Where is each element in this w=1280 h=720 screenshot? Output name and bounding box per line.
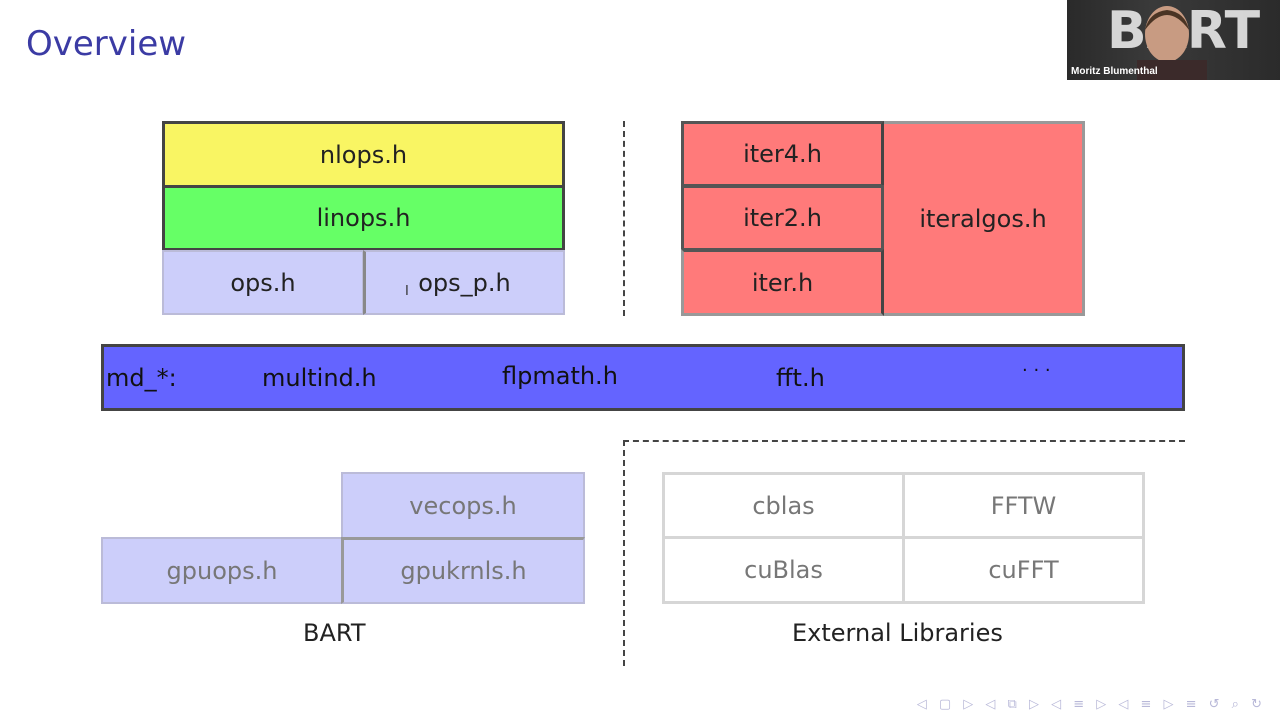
fft-label: fft.h: [776, 364, 825, 392]
fftw-label: FFTW: [990, 491, 1057, 520]
ops-p-box: ops_p.h: [363, 250, 565, 315]
cublas-label: cuBlas: [744, 556, 823, 584]
cufft-label: cuFFT: [988, 556, 1059, 584]
ops-box: ops.h: [162, 250, 364, 315]
cublas-box: cuBlas: [662, 536, 905, 604]
nlops-box: nlops.h: [162, 121, 565, 188]
divider-top: [623, 121, 625, 316]
fftw-box: FFTW: [902, 472, 1145, 539]
gpukrnls-box: gpukrnls.h: [341, 537, 585, 604]
gpuops-label: gpuops.h: [166, 556, 278, 585]
iteralgos-label: iteralgos.h: [919, 204, 1047, 233]
ops-p-label: ops_p.h: [418, 268, 511, 297]
iter2-label: iter2.h: [743, 204, 822, 232]
iter2-box: iter2.h: [681, 185, 884, 251]
iter4-label: iter4.h: [743, 140, 822, 168]
ops-label: ops.h: [230, 268, 296, 297]
slide-title: Overview: [26, 24, 187, 64]
gpuops-box: gpuops.h: [101, 537, 343, 604]
bart-group-label: BART: [303, 619, 366, 647]
external-libraries-label: External Libraries: [792, 619, 1003, 647]
nlops-label: nlops.h: [319, 140, 408, 169]
linops-box: linops.h: [162, 185, 565, 251]
divider-bottom-horizontal: [623, 440, 1185, 442]
text-cursor-icon: I: [405, 284, 409, 299]
webcam-participant-name: Moritz Blumenthal: [1071, 66, 1158, 77]
flpmath-label: flpmath.h: [502, 362, 618, 390]
cblas-label: cblas: [752, 491, 815, 520]
iteralgos-box: iteralgos.h: [884, 124, 1082, 313]
vecops-box: vecops.h: [341, 472, 585, 539]
divider-bottom-vertical: [623, 440, 625, 666]
webcam-overlay: BART Moritz Blumenthal: [1067, 0, 1280, 80]
linops-label: linops.h: [316, 204, 411, 232]
md-prefix-label: md_*:: [106, 364, 177, 392]
md-ellipsis: · · ·: [1022, 360, 1051, 381]
cufft-box: cuFFT: [902, 536, 1145, 604]
iter-label: iter.h: [751, 268, 814, 297]
slide-navigation-icons[interactable]: ◁ ▢ ▷ ◁ ⧉ ▷ ◁ ≡ ▷ ◁ ≡ ▷ ≡ ↺ ⌕ ↻: [916, 697, 1266, 712]
multind-label: multind.h: [262, 364, 377, 392]
webcam-logo-graphic: BART: [1107, 1, 1261, 80]
iter-box: iter.h: [681, 249, 884, 316]
vecops-label: vecops.h: [409, 491, 517, 520]
iter4-box: iter4.h: [681, 121, 884, 187]
cblas-box: cblas: [662, 472, 905, 539]
gpukrnls-label: gpukrnls.h: [400, 557, 527, 585]
md-bar: [101, 344, 1185, 411]
